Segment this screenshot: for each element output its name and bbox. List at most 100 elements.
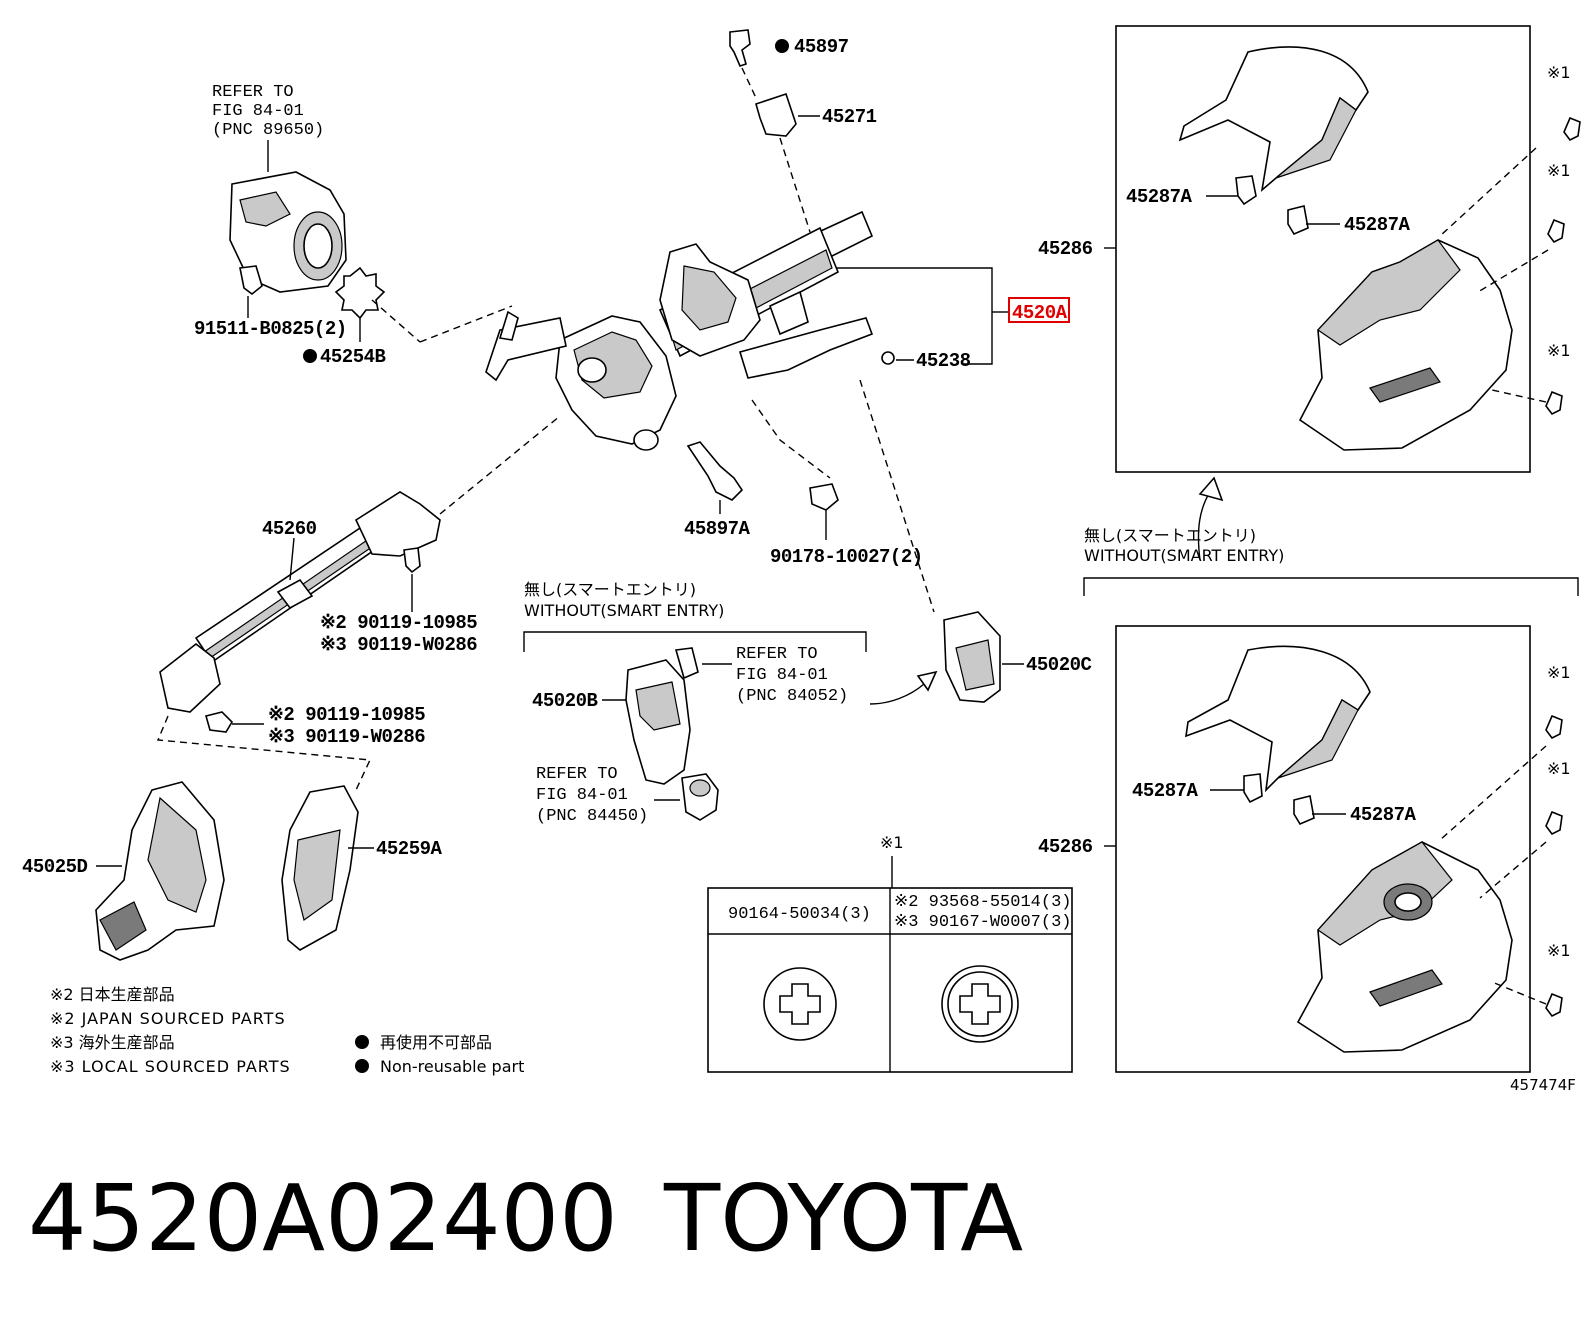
housing-boss — [577, 357, 607, 383]
screw-recess-2 — [959, 983, 1001, 1025]
note-2-jp: ※2 日本生産部品 — [50, 985, 175, 1004]
bolt-45897 — [729, 29, 751, 67]
nut-45238 — [881, 351, 895, 365]
label-45260: 45260 — [262, 518, 317, 540]
label-45287a-1: 45287A — [1126, 186, 1193, 208]
without-en-center: WITHOUT(SMART ENTRY) — [524, 601, 724, 620]
leader-45254b-col — [419, 305, 513, 343]
shaft-collar — [276, 578, 314, 610]
tilt-lever — [738, 317, 874, 379]
upper-cover-shade — [1275, 97, 1357, 179]
key-cylinder-inner — [1394, 892, 1422, 912]
upper-u-joint — [354, 491, 441, 557]
label-45286-top: 45286 — [1038, 238, 1093, 260]
label-90119-b2: ※2 90119-10985 — [268, 704, 425, 726]
upper-column-cover — [1178, 46, 1369, 193]
legend-dot-1 — [355, 1035, 369, 1049]
label-45287a-4: 45287A — [1350, 804, 1417, 826]
clip-45287a-2 — [1287, 205, 1309, 236]
refer3-line3: (PNC 84450) — [536, 807, 648, 826]
screw-top-1 — [1563, 116, 1581, 142]
arrow-right-head — [916, 670, 938, 692]
cover-45259a-shade — [293, 829, 341, 922]
cover-box-bottom — [1115, 625, 1531, 1073]
bolt-91511 — [239, 265, 263, 296]
leader-45897-down — [741, 67, 757, 99]
screw-bot-1 — [1545, 714, 1563, 740]
refer2-line3: (PNC 84052) — [736, 687, 848, 706]
label-45020c: 45020C — [1026, 654, 1092, 676]
boot-end — [99, 901, 147, 951]
nonreuse-en: Non-reusable part — [380, 1057, 524, 1076]
leader-shaft-boots — [156, 715, 372, 791]
refer2-line2: FIG 84-01 — [736, 666, 828, 685]
refer1-line3: (PNC 89650) — [212, 121, 324, 140]
without-jp-right: 無し(スマートエントリ) — [1084, 526, 1256, 545]
note-2-en: ※2 JAPAN SOURCED PARTS — [50, 1009, 286, 1028]
bracket-45271 — [755, 92, 797, 137]
note-1-d: ※1 — [1547, 663, 1571, 682]
leader-screw2 — [1477, 249, 1549, 293]
note-1-c: ※1 — [1547, 341, 1571, 360]
note-3-en: ※3 LOCAL SOURCED PARTS — [50, 1057, 291, 1076]
leader-45271-down — [779, 137, 811, 233]
note-1-e: ※1 — [1547, 759, 1571, 778]
figure-id: 457474F — [1510, 1076, 1576, 1094]
lower-cover-shade — [1317, 239, 1461, 346]
upper-cover-2-shade — [1277, 699, 1359, 779]
nut-90178 — [809, 483, 839, 511]
column-mount-arm — [485, 317, 567, 382]
motor-detail — [239, 191, 291, 227]
nonreusable-dot-45254b — [303, 349, 317, 363]
screw-top-2 — [1547, 218, 1565, 244]
label-91511: 91511-B0825(2) — [194, 318, 347, 340]
refer3-line1: REFER TO — [536, 765, 618, 784]
label-4520a: 4520A — [1012, 302, 1068, 324]
leader-bscrew3 — [1491, 981, 1547, 1005]
bracket-center — [523, 631, 867, 652]
lock-switch — [674, 647, 699, 680]
note-3-jp: ※3 海外生産部品 — [50, 1033, 175, 1052]
refer1-line2: FIG 84-01 — [212, 102, 304, 121]
nonreusable-dot-45897 — [775, 39, 789, 53]
leader-45260 — [289, 537, 295, 581]
bracket-4520a — [836, 267, 993, 365]
label-45287a-2: 45287A — [1344, 214, 1411, 236]
legend-dot-2 — [355, 1059, 369, 1073]
lower-u-joint — [159, 642, 221, 713]
refer1-line1: REFER TO — [212, 83, 294, 102]
note-1-b: ※1 — [1547, 161, 1571, 180]
nonreuse-jp: 再使用不可部品 — [380, 1033, 492, 1052]
bolt-90119-a — [403, 547, 421, 574]
table-col2-l2: ※3 90167-W0007(3) — [894, 913, 1071, 932]
label-45254b: 45254B — [320, 346, 386, 368]
table-note-1: ※1 — [880, 833, 904, 852]
clip-45287a-1 — [1235, 175, 1257, 206]
lock-c-shade — [955, 639, 995, 691]
screw-bot-2 — [1545, 810, 1563, 836]
leader-45254b-join — [371, 299, 421, 343]
tilt-bracket-plate — [769, 290, 809, 336]
note-1-a: ※1 — [1547, 63, 1571, 82]
leader-screw3 — [1491, 389, 1547, 403]
label-45897a: 45897A — [684, 518, 751, 540]
lower-cover-2-slot — [1369, 969, 1443, 1007]
table-col2-l1: ※2 93568-55014(3) — [894, 893, 1071, 912]
bolt-45897a — [686, 441, 744, 501]
without-jp-center: 無し(スマートエントリ) — [524, 580, 696, 599]
arrow-up-head — [1198, 476, 1224, 502]
screw-bot-3 — [1545, 992, 1563, 1018]
label-45259a: 45259A — [376, 838, 443, 860]
label-90119-b3: ※3 90119-W0286 — [268, 726, 425, 748]
label-45897: 45897 — [794, 36, 849, 58]
clip-45287a-3 — [1243, 773, 1263, 804]
label-45286-bot: 45286 — [1038, 836, 1093, 858]
table-col1: 90164-50034(3) — [728, 905, 871, 924]
leader-shaft-col — [439, 415, 561, 515]
brand: TOYOTA — [663, 1165, 1023, 1272]
clip-45287a-4 — [1293, 795, 1315, 826]
label-45271: 45271 — [822, 106, 877, 128]
housing-bottom-boss — [633, 429, 659, 451]
